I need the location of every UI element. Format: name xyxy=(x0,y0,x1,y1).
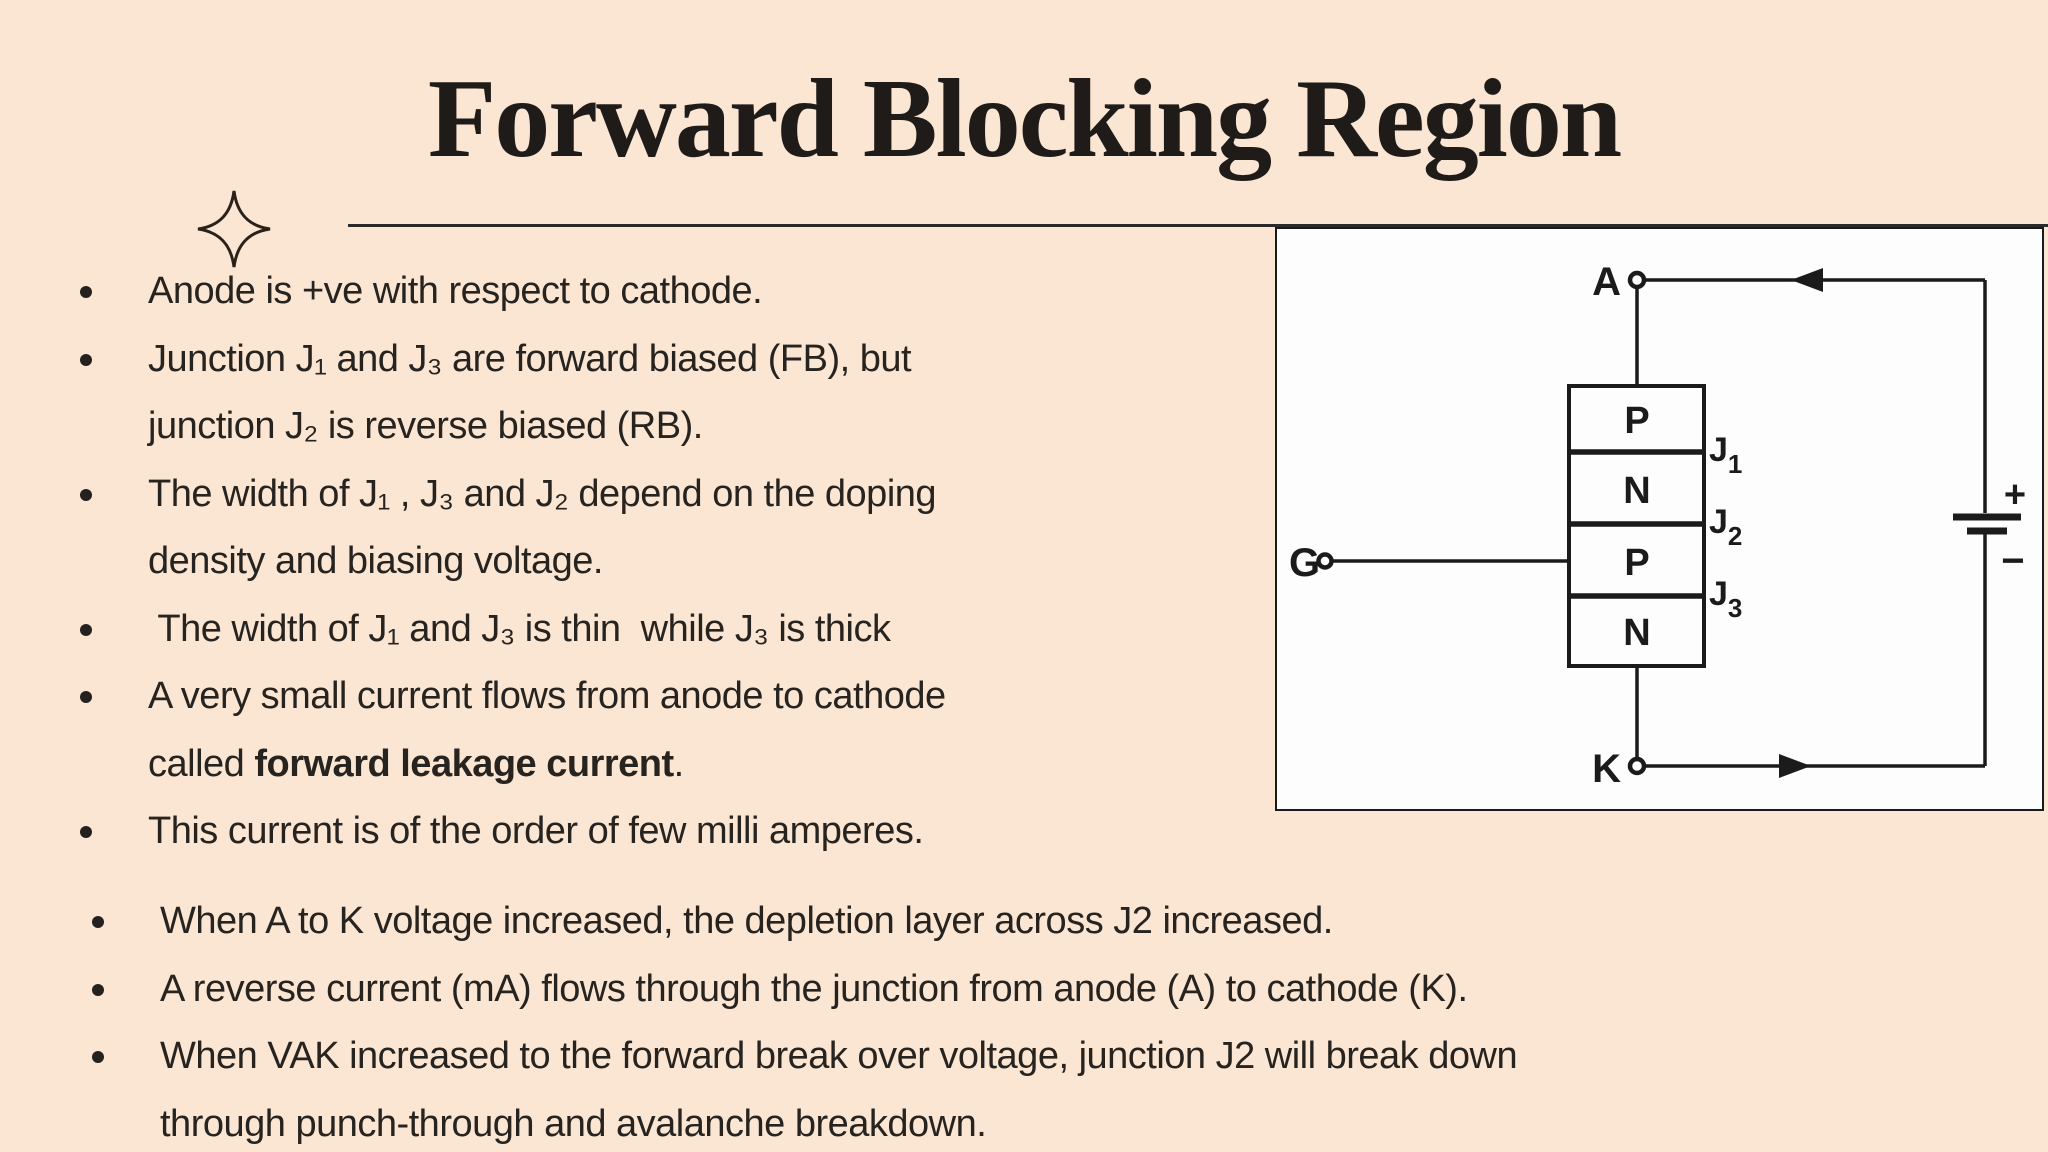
bullet-dot xyxy=(80,286,92,298)
bullet-line: A reverse current (mA) flows through the… xyxy=(160,967,1468,1010)
junction-label-j1: J1 xyxy=(1709,431,1742,479)
bullet-item: When VAK increased to the forward break … xyxy=(92,1023,1518,1152)
cathode-node xyxy=(1627,756,1647,776)
bullet-item: A reverse current (mA) flows through the… xyxy=(92,956,1517,1024)
bullet-dot xyxy=(80,691,92,703)
current-arrow-left-icon xyxy=(1791,268,1823,292)
bullet-line: The width of J₁ , J₃ and J₂ depend on th… xyxy=(148,472,937,515)
bullet-list-primary: Anode is +ve with respect to cathode. Ju… xyxy=(80,258,946,866)
page-title: Forward Blocking Region xyxy=(427,57,1622,181)
thyristor-diagram: + − A K G P N P N J1 J2 J3 xyxy=(1289,260,2026,791)
bullet-line: When VAK increased to the forward break … xyxy=(160,1035,1518,1077)
bullet-dot xyxy=(92,916,104,928)
bullet-line: Junction J₁ and J₃ are forward biased (F… xyxy=(148,337,912,380)
layer-label-n2: N xyxy=(1623,612,1650,654)
bullet-line: through punch-through and avalanche brea… xyxy=(160,1102,987,1145)
layer-label-p1: P xyxy=(1624,400,1649,442)
bullet-item: The width of J₁ and J₃ is thin while J₃ … xyxy=(80,596,946,664)
bullet-dot xyxy=(80,488,92,501)
junction-label-j2: J2 xyxy=(1709,503,1742,551)
battery-plus-label: + xyxy=(2004,474,2026,516)
bullet-dot xyxy=(80,826,92,838)
junction-label-j3: J3 xyxy=(1709,575,1742,623)
layer-label-p2: P xyxy=(1624,542,1649,584)
layer-label-n1: N xyxy=(1623,470,1650,512)
bullet-dot xyxy=(80,353,92,366)
bullet-line: called forward leakage current. xyxy=(148,742,684,785)
anode-node xyxy=(1627,270,1647,290)
circuit-panel: + − A K G P N P N J1 J2 J3 xyxy=(1275,227,2044,811)
bullet-item: Junction J₁ and J₃ are forward biased (F… xyxy=(80,326,946,461)
gate-label: G xyxy=(1289,541,1320,585)
bullet-line: When A to K voltage increased, the deple… xyxy=(160,900,1333,942)
bullet-line: Anode is +ve with respect to cathode. xyxy=(148,270,763,312)
current-arrow-right-icon xyxy=(1779,754,1811,778)
bullet-line: density and biasing voltage. xyxy=(148,540,603,582)
battery-minus-label: − xyxy=(2001,539,2024,583)
bullet-dot xyxy=(92,983,104,996)
gate-node xyxy=(1316,552,1334,570)
bullet-line: This current is of the order of few mill… xyxy=(148,810,924,852)
bullet-list-secondary: When A to K voltage increased, the deple… xyxy=(92,888,1518,1152)
bullet-item: The width of J₁ , J₃ and J₂ depend on th… xyxy=(80,461,946,596)
bullet-dot xyxy=(80,623,92,636)
cathode-label: K xyxy=(1592,747,1621,791)
bold-term: forward leakage current xyxy=(254,742,674,785)
bullet-item: This current is of the order of few mill… xyxy=(80,798,946,866)
sparkle-icon xyxy=(197,190,271,268)
title-underline xyxy=(348,224,2048,227)
bullet-line: A very small current flows from anode to… xyxy=(148,675,946,717)
bullet-dot xyxy=(92,1051,104,1063)
bullet-line: junction J₂ is reverse biased (RB). xyxy=(148,405,703,447)
bullet-item: Anode is +ve with respect to cathode. xyxy=(80,258,946,326)
bullet-item: A very small current flows from anode to… xyxy=(80,663,946,798)
bullet-item: When A to K voltage increased, the deple… xyxy=(92,888,1517,956)
bullet-line: The width of J₁ and J₃ is thin while J₃ … xyxy=(148,607,891,650)
anode-label: A xyxy=(1592,260,1621,304)
